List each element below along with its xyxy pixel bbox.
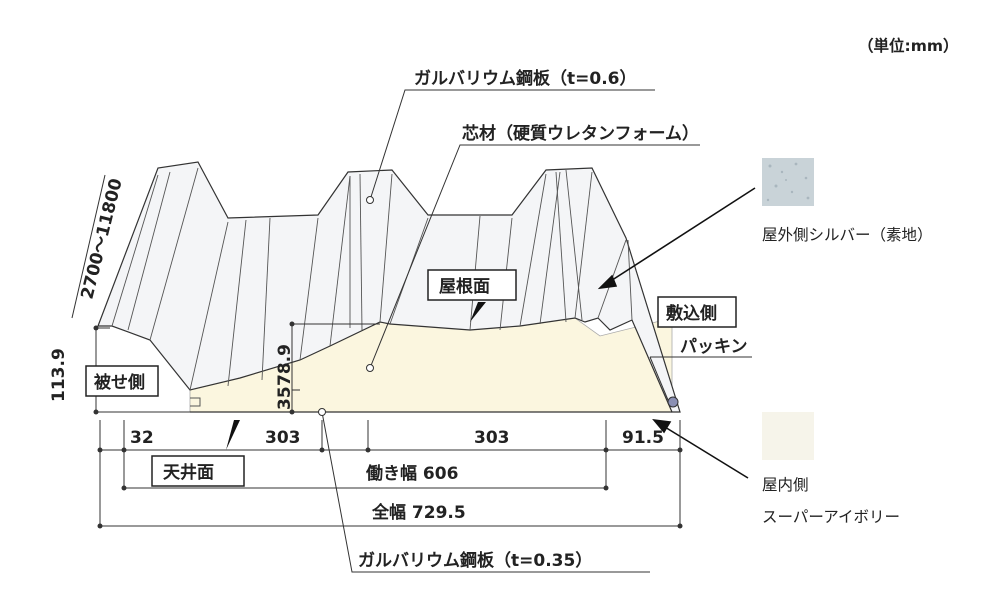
roof-face-label: 屋根面 xyxy=(439,276,490,297)
rib-height-dimension: 78.9 xyxy=(275,344,295,386)
underlay-side-box xyxy=(657,296,737,328)
packing-seal xyxy=(667,396,679,408)
leader-lines xyxy=(321,89,752,573)
roof-face-pointer xyxy=(470,302,486,322)
rib-lines xyxy=(111,167,633,391)
roof-panel-surface xyxy=(97,161,681,413)
swatch-outer-texture xyxy=(766,162,810,202)
height-total-dimension: 113.9 xyxy=(49,348,69,402)
ceiling-face-pointer xyxy=(226,420,240,450)
steel-top-label: ガルバリウム鋼板（t=0.6） xyxy=(414,68,637,89)
leader-dots xyxy=(318,196,374,416)
steel-bottom-label: ガルバリウム鋼板（t=0.35） xyxy=(358,550,592,571)
overlap-side-label: 被せ側 xyxy=(94,372,145,393)
roof-face-box xyxy=(427,269,517,301)
underlay-side-label: 敷込側 xyxy=(666,303,717,324)
base-thickness-dimension: 35 xyxy=(275,386,295,410)
swatch-inner-label-1: 屋内側 xyxy=(762,476,809,494)
swatch-inner-label-2: スーパーアイボリー xyxy=(762,508,900,526)
overlap-side-box xyxy=(85,365,159,397)
core-joint-notch xyxy=(190,397,201,407)
dimension-ticks xyxy=(93,321,683,529)
ceiling-face-box xyxy=(151,455,245,487)
unit-label: （単位:mm） xyxy=(858,36,959,55)
working-width-dimension: 働き幅 606 xyxy=(365,463,458,484)
seg-end-dimension: 91.5 xyxy=(622,428,664,448)
seg-edge-dimension: 32 xyxy=(130,428,154,448)
full-width-dimension: 全幅 729.5 xyxy=(371,502,466,523)
swatch-arrows xyxy=(597,187,756,479)
swatch-inner-ivory xyxy=(762,412,814,460)
ceiling-face-label: 天井面 xyxy=(163,462,214,483)
seg-pitch-2-dimension: 303 xyxy=(474,428,510,448)
swatch-outer-label: 屋外側シルバー（素地） xyxy=(762,226,933,244)
packing-label: パッキン xyxy=(680,337,748,357)
core-label: 芯材（硬質ウレタンフォーム） xyxy=(462,123,699,144)
seg-pitch-1-dimension: 303 xyxy=(265,428,301,448)
